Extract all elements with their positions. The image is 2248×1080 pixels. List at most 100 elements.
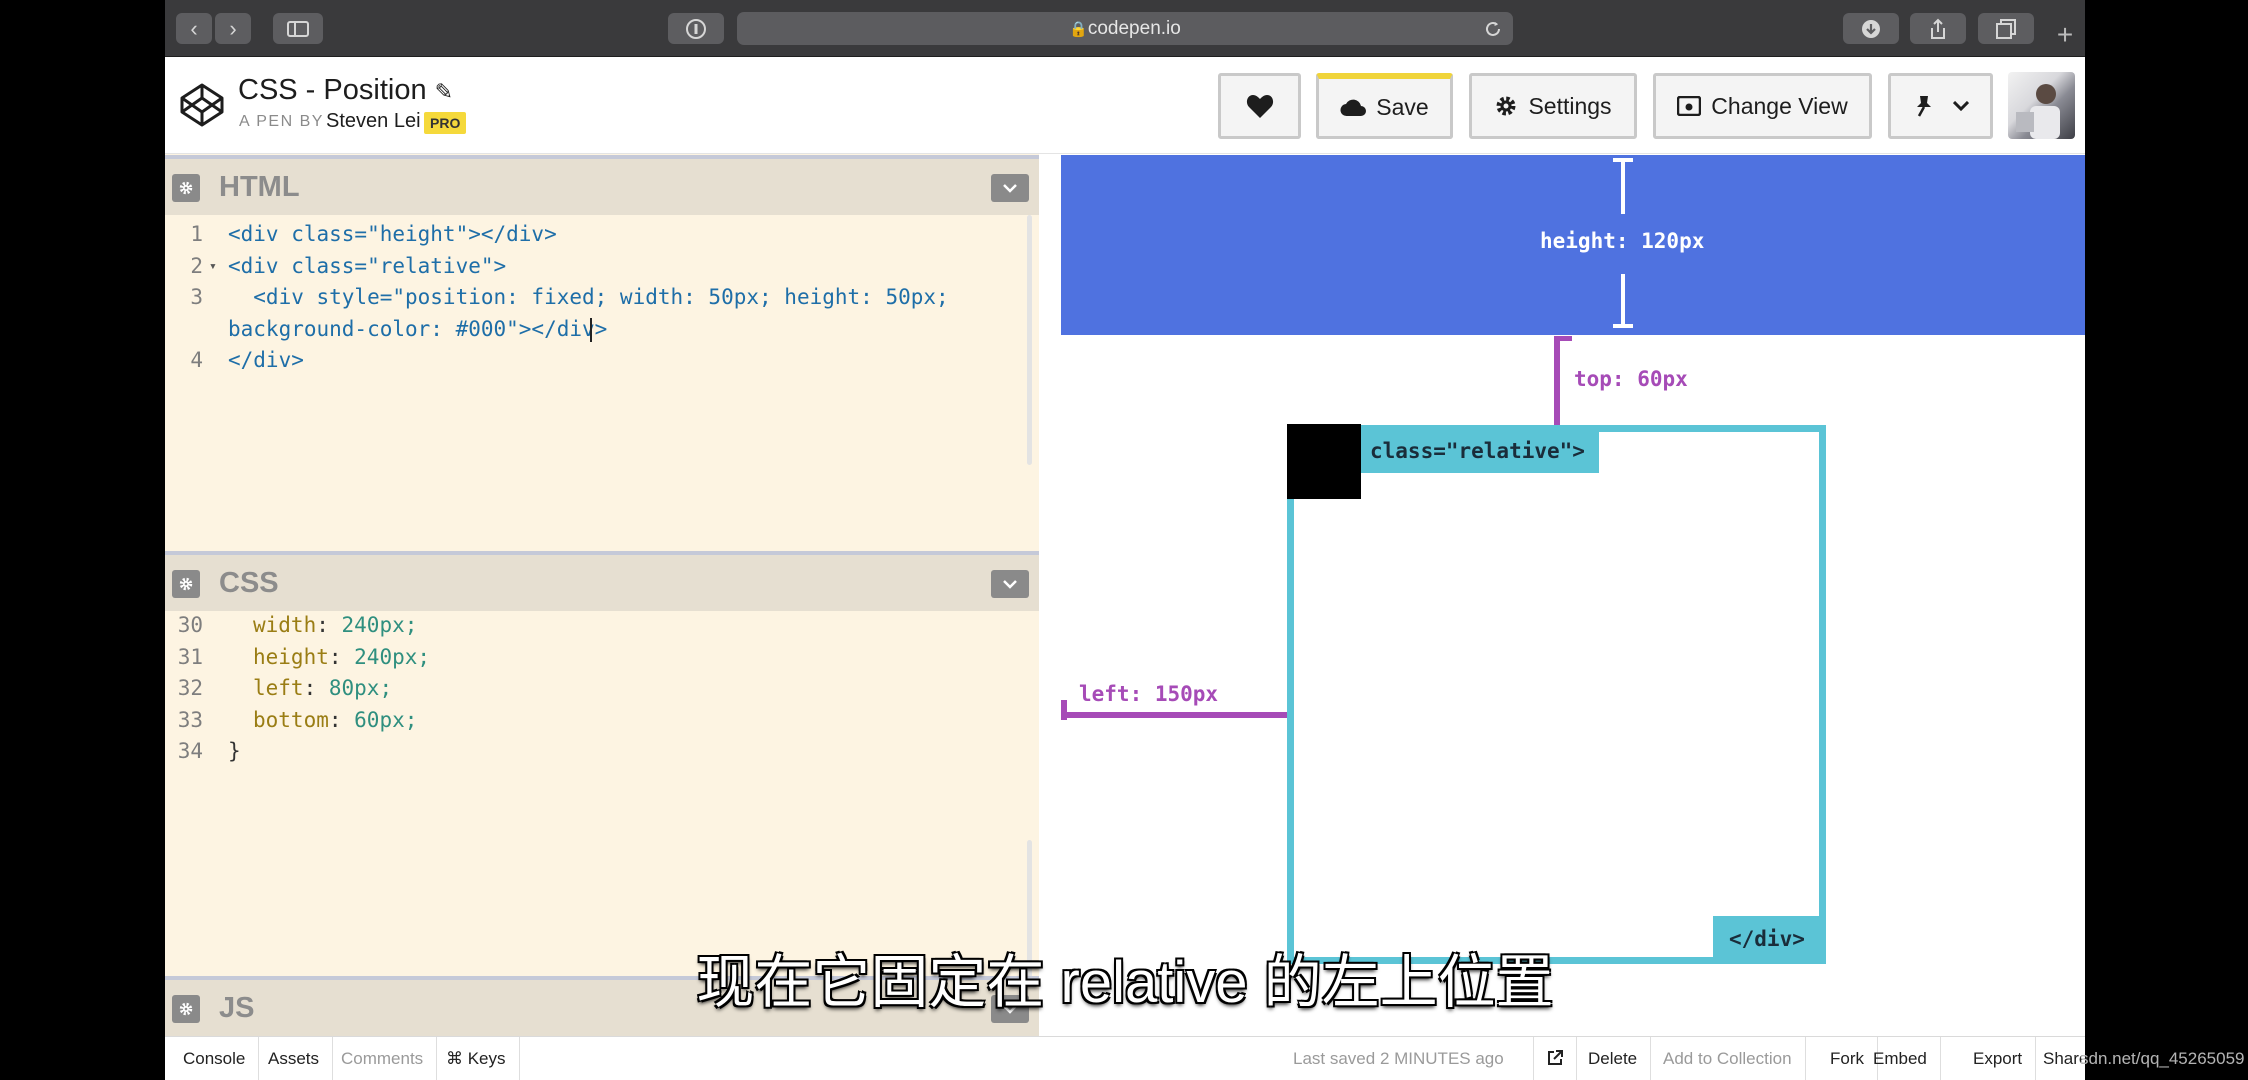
share-pen-button[interactable]: Share — [2043, 1049, 2089, 1068]
fixed-black-square — [1287, 424, 1361, 499]
css-value: 240px; — [341, 613, 418, 637]
html-pane-header: HTML — [165, 155, 1039, 215]
back-button[interactable]: ‹ — [176, 13, 212, 44]
css-line-number: 30 — [177, 613, 203, 637]
chevron-down-icon — [1003, 580, 1017, 589]
js-settings-gear-icon[interactable] — [172, 995, 200, 1023]
external-link-icon — [1548, 1050, 1563, 1065]
export-button[interactable]: Export — [1960, 1037, 2037, 1080]
css-settings-gear-icon[interactable] — [172, 570, 200, 598]
html-line-number: 1 — [190, 222, 203, 246]
assets-button[interactable]: Assets — [255, 1037, 334, 1080]
chevron-right-icon: › — [229, 15, 237, 41]
tabs-overview-button[interactable] — [1978, 13, 2034, 44]
css-line-number: 33 — [177, 707, 203, 732]
css-code-line: bottom: 60px; — [253, 707, 418, 732]
left-measure-line — [1061, 712, 1290, 718]
chevron-left-icon: ‹ — [190, 15, 198, 41]
left-measure-cap — [1061, 700, 1067, 720]
css-property: left — [253, 676, 304, 700]
sidebar-toggle-button[interactable] — [273, 13, 323, 44]
address-bar[interactable]: 🔒codepen.io — [737, 12, 1513, 45]
html-line-number: 3 — [190, 285, 203, 309]
js-pane-title: JS — [219, 992, 255, 1024]
css-pane-title: CSS — [219, 567, 279, 599]
sidebar-icon — [287, 20, 309, 37]
relative-open-tag-label: class="relative"> — [1356, 429, 1599, 473]
css-editor-scrollbar[interactable] — [1027, 840, 1032, 980]
css-pane-header: CSS — [165, 551, 1039, 611]
js-pane-header: JS — [165, 976, 1039, 1036]
password-manager-button[interactable] — [668, 13, 724, 44]
pin-dropdown-button[interactable] — [1888, 73, 1993, 139]
pen-title[interactable]: CSS - Position ✎ — [238, 74, 454, 106]
css-property: bottom — [253, 707, 329, 732]
change-view-button[interactable]: Change View — [1653, 73, 1872, 139]
settings-button[interactable]: Settings — [1469, 73, 1637, 139]
top-measure-line — [1554, 336, 1560, 428]
open-external-button[interactable] — [1533, 1037, 1577, 1080]
text-cursor — [590, 317, 592, 342]
video-subtitle: 现在它固定在 relative 的左上位置 — [696, 950, 1554, 1015]
heart-icon — [1246, 95, 1273, 118]
downloads-button[interactable] — [1843, 13, 1899, 44]
pin-icon — [1916, 96, 1931, 117]
pen-by-label: A PEN BY — [239, 113, 324, 130]
codepen-logo-icon[interactable] — [178, 81, 226, 129]
user-avatar[interactable] — [2008, 72, 2075, 139]
gear-icon — [1496, 96, 1516, 116]
watermark: sdn.net/qq_45265059 — [2080, 1049, 2245, 1068]
editor-resize-divider[interactable] — [1039, 154, 1061, 1036]
pencil-icon[interactable]: ✎ — [434, 79, 454, 104]
pro-badge: PRO — [424, 112, 467, 134]
share-icon — [1931, 18, 1945, 39]
forward-button[interactable]: › — [215, 13, 251, 44]
html-code-line: background-color: #000"></div> — [228, 316, 608, 341]
height-measure-cap-bottom — [1613, 324, 1633, 328]
pen-author[interactable]: Steven Lei — [326, 110, 421, 132]
html-pane-toggle[interactable] — [991, 174, 1029, 202]
embed-button[interactable]: Embed — [1860, 1037, 1941, 1080]
relative-close-tag-label: </div> — [1713, 916, 1821, 962]
css-value: 60px; — [354, 707, 418, 732]
css-line-number: 32 — [177, 676, 203, 700]
add-to-collection-button[interactable]: Add to Collection — [1650, 1037, 1806, 1080]
css-value: 240px; — [354, 644, 431, 669]
css-pane-toggle[interactable] — [991, 570, 1029, 598]
love-button[interactable] — [1218, 73, 1301, 139]
save-button[interactable]: Save — [1316, 73, 1453, 139]
password-manager-icon — [686, 18, 706, 39]
html-settings-gear-icon[interactable] — [172, 174, 200, 202]
html-code-editor[interactable]: 1<div class="height"></div>2▾<div class=… — [165, 219, 1025, 549]
fold-arrow-icon[interactable]: ▾ — [209, 258, 217, 274]
css-code-line: left: 80px; — [253, 676, 393, 700]
lock-icon: 🔒 — [1069, 21, 1088, 38]
html-editor-scrollbar[interactable] — [1027, 215, 1032, 465]
keys-button[interactable]: ⌘ Keys — [433, 1037, 520, 1080]
reload-icon[interactable] — [1478, 12, 1508, 45]
fork-button[interactable]: Fork — [1817, 1037, 1878, 1080]
height-measure-line-top — [1621, 160, 1625, 214]
delete-button[interactable]: Delete — [1575, 1037, 1652, 1080]
css-property: height — [253, 644, 329, 669]
chevron-down-icon — [1003, 184, 1017, 193]
console-button[interactable]: Console — [170, 1037, 260, 1080]
js-pane-toggle[interactable] — [991, 995, 1029, 1023]
share-button[interactable] — [1910, 13, 1966, 44]
css-code-line: } — [228, 736, 241, 768]
css-code-line: width: 240px; — [253, 613, 418, 637]
new-tab-button[interactable]: + — [2050, 20, 2080, 50]
left-measure-label: left: 150px — [1079, 682, 1219, 706]
address-bar-url: 🔒codepen.io — [1069, 18, 1181, 39]
relative-div-preview — [1287, 425, 1826, 964]
tabs-icon — [1996, 18, 2016, 39]
html-code-line: <div class="height"></div> — [228, 222, 557, 246]
css-code-line: height: 240px; — [253, 644, 431, 669]
css-line-number: 34 — [177, 739, 203, 763]
html-code-line: <div class="relative"> — [228, 253, 507, 278]
top-measure-cap — [1554, 336, 1572, 341]
view-icon — [1677, 96, 1702, 116]
chevron-down-icon — [1003, 1005, 1017, 1014]
comments-button[interactable]: Comments — [328, 1037, 438, 1080]
